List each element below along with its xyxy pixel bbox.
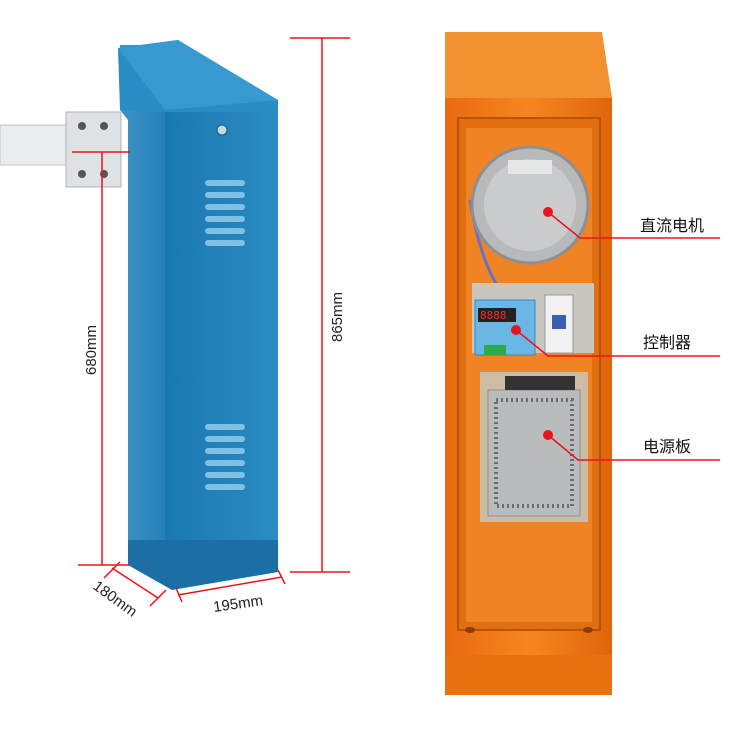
height-total-label: 865mm	[329, 292, 346, 342]
controller: 8888	[472, 283, 594, 356]
power-board	[480, 372, 588, 522]
blue-cabinet	[118, 40, 278, 590]
callout-controller: 控制器	[511, 325, 720, 357]
controller-display: 8888	[480, 309, 507, 322]
vent-top	[205, 180, 245, 246]
dc-motor	[468, 145, 590, 292]
motor-label: 直流电机	[640, 216, 704, 235]
width-label: 195mm	[212, 592, 264, 616]
vent-bottom	[205, 424, 245, 490]
power-board-label: 电源板	[643, 437, 691, 456]
lock-icon	[216, 124, 228, 136]
orange-cabinet	[445, 32, 612, 695]
depth-label: 180mm	[90, 577, 140, 620]
dimension-lines	[72, 37, 350, 607]
barrier-arm	[0, 111, 122, 188]
controller-label: 控制器	[643, 333, 691, 352]
callout-motor: 直流电机	[543, 207, 720, 239]
callout-power-board: 电源板	[543, 430, 720, 461]
height-arm-label: 680mm	[83, 325, 100, 375]
